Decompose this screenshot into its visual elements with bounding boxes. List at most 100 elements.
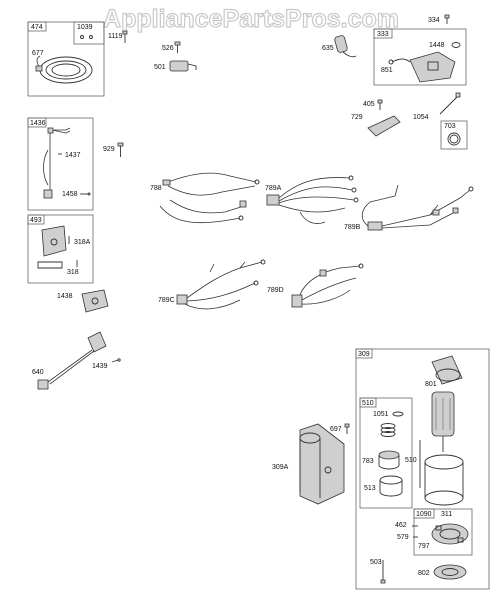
part-1436-harness[interactable] [43,127,71,199]
part-503-bolt[interactable] [380,560,386,584]
label-510b[interactable]: 510 [405,457,417,464]
label-789B[interactable]: 789B [344,224,361,231]
label-789A[interactable]: 789A [265,185,282,192]
part-309A-starter-motor[interactable] [299,423,345,505]
label-1438[interactable]: 1438 [57,293,73,300]
part-697-screw[interactable] [344,423,350,434]
label-929[interactable]: 929 [103,146,115,153]
label-311[interactable]: 311 [441,511,452,518]
label-1039[interactable]: 1039 [77,24,93,31]
part-703-clamp[interactable] [447,132,461,146]
label-1119[interactable]: 1119 [108,33,123,40]
part-677-ignition-coil[interactable] [35,55,93,84]
label-503[interactable]: 503 [370,559,382,566]
part-1438-rectifier[interactable] [81,289,109,313]
label-318[interactable]: 318 [67,269,79,276]
label-697[interactable]: 697 [330,426,342,433]
label-703[interactable]: 703 [444,123,456,130]
part-333-ignition-module[interactable] [388,51,456,83]
label-1051[interactable]: 1051 [373,411,389,418]
part-1448-clip[interactable] [451,42,461,48]
part-789C-wire-harness[interactable] [176,259,266,310]
box-1090-tag [413,508,435,519]
part-802-end-plate[interactable] [433,564,467,580]
label-677[interactable]: 677 [32,50,44,57]
part-783-pinion-gear[interactable] [378,450,400,470]
part-1458-terminal[interactable] [80,192,91,196]
part-334-screw[interactable] [444,14,450,24]
part-801-end-cap[interactable] [431,355,463,385]
part-788-wire-harness[interactable] [159,172,260,224]
box-510 [359,397,413,509]
label-1436[interactable]: 1436 [30,120,46,127]
part-405-screw[interactable] [377,99,383,110]
label-333[interactable]: 333 [377,31,389,38]
label-1458[interactable]: 1458 [62,191,78,198]
label-510[interactable]: 510 [362,400,374,407]
label-789D[interactable]: 789D [267,287,284,294]
label-635[interactable]: 635 [322,45,334,52]
box-1436-tag [27,117,47,128]
part-501-switch[interactable] [169,60,197,72]
part-526-screw[interactable] [174,41,181,53]
part-929-screw[interactable] [117,142,124,157]
label-640[interactable]: 640 [32,369,44,376]
box-309 [355,348,490,590]
part-1051-retainer[interactable] [392,411,404,417]
part-789B-wire-harness[interactable] [361,184,474,231]
label-789C[interactable]: 789C [158,297,175,304]
label-1439[interactable]: 1439 [92,363,108,370]
part-1039-clip[interactable] [80,35,93,39]
part-493-bracket[interactable] [37,225,67,269]
label-513[interactable]: 513 [364,485,376,492]
label-801[interactable]: 801 [425,381,437,388]
box-333-tag [373,28,393,39]
box-309-tag [355,348,373,359]
part-starter-spring[interactable] [380,423,396,437]
part-640-stator-lead[interactable] [37,331,107,390]
part-729-shield[interactable] [367,115,401,137]
watermark-text: AppliancePartsPros.com [103,5,399,33]
label-851[interactable]: 851 [381,67,393,74]
box-333 [373,28,467,86]
box-510-tag [359,397,377,408]
part-starter-housing[interactable] [424,454,464,506]
label-1090[interactable]: 1090 [416,511,432,518]
label-526[interactable]: 526 [162,45,174,52]
label-788[interactable]: 788 [150,185,162,192]
label-493[interactable]: 493 [30,217,42,224]
label-309[interactable]: 309 [358,351,370,358]
box-1436 [27,117,94,211]
label-802[interactable]: 802 [418,570,430,577]
label-729[interactable]: 729 [351,114,363,121]
box-493-tag [27,214,45,225]
label-474[interactable]: 474 [31,24,43,31]
label-797[interactable]: 797 [418,543,430,550]
label-501[interactable]: 501 [154,64,166,71]
part-1119-screw[interactable] [122,30,128,43]
box-1090 [413,508,473,556]
part-1090-brush-plate[interactable] [431,523,469,545]
box-474-tag [27,21,47,32]
label-1437[interactable]: 1437 [65,152,81,159]
part-armature[interactable] [431,391,455,452]
box-703 [440,120,468,150]
label-462[interactable]: 462 [395,522,407,529]
label-1054[interactable]: 1054 [413,114,429,121]
label-579[interactable]: 579 [397,534,409,541]
label-318A[interactable]: 318A [74,239,91,246]
label-309A[interactable]: 309A [272,464,289,471]
part-513-clutch[interactable] [379,475,403,497]
part-462-579-spring[interactable] [412,525,418,538]
box-493 [27,214,94,284]
part-1439-terminal[interactable] [111,358,121,363]
label-783[interactable]: 783 [362,458,374,465]
label-334[interactable]: 334 [428,17,440,24]
label-1448[interactable]: 1448 [429,42,445,49]
part-789D-wire-harness[interactable] [291,263,364,308]
part-635-boot[interactable] [334,35,357,58]
part-1054-tie[interactable] [439,92,461,115]
part-789A-wire-harness[interactable] [266,175,359,224]
label-405[interactable]: 405 [363,101,375,108]
